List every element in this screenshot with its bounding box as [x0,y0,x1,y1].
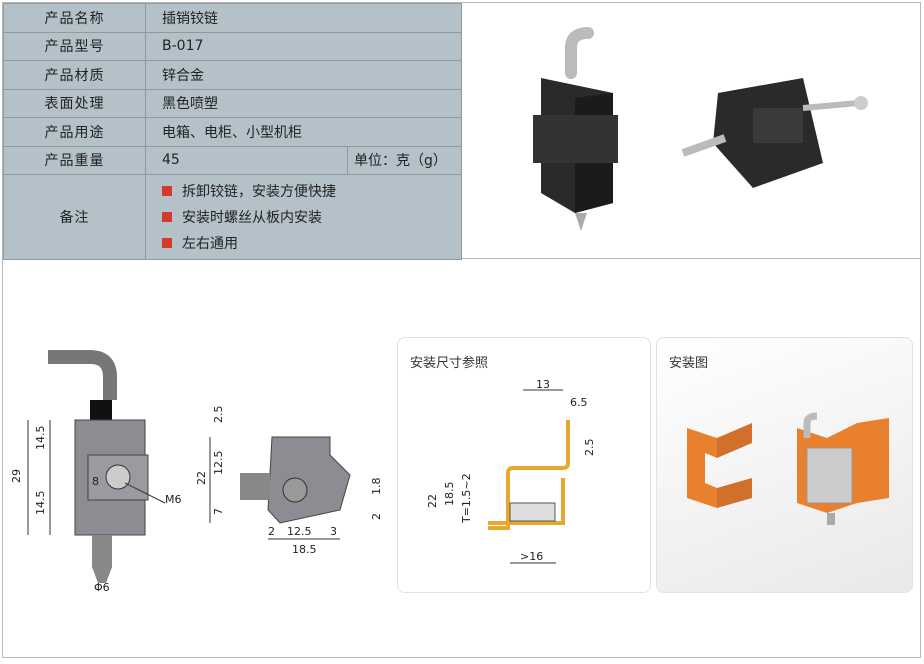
table-row: 产品名称插销铰链 [3,3,462,33]
dim-label: T=1.5~2 [460,473,473,524]
row-value: 插销铰链 [145,3,462,33]
table-row: 表面处理黑色喷塑 [3,88,462,118]
row-label: 产品名称 [3,3,146,33]
dim-label: 2 [268,525,275,538]
row-label: 产品材质 [3,60,146,90]
bullet-icon [162,238,172,248]
dim-label: Φ6 [94,581,110,594]
card-title: 安装尺寸参照 [410,356,489,371]
dim-label: 29 [10,469,23,483]
dim-label: 18.5 [292,543,317,556]
dim-label: 14.5 [34,426,47,451]
table-row: 产品材质锌合金 [3,60,462,90]
install-view-card: 安装图 [656,337,913,593]
dim-label: 1.8 [370,478,383,496]
dim-label: 2.5 [583,439,596,457]
note-text: 拆卸铰链，安装方便快捷 [182,184,336,200]
row-value: 电箱、电柜、小型机柜 [145,117,462,147]
table-row: 备注 拆卸铰链，安装方便快捷 安装时螺丝从板内安装 左右通用 [3,174,462,260]
dim-label: 12.5 [287,525,312,538]
weight-unit: 单位：克（g） [347,145,462,175]
bullet-icon [162,212,172,222]
table-row: 产品用途电箱、电柜、小型机柜 [3,117,462,147]
dim-label: 6.5 [570,396,588,409]
row-label: 产品型号 [3,31,146,61]
dim-label: 7 [212,508,225,515]
dim-label: 2.5 [212,406,225,424]
product-photo [463,3,920,258]
note-text: 安装时螺丝从板内安装 [182,210,322,226]
note-item: 左右通用 [162,230,461,256]
note-item: 拆卸铰链，安装方便快捷 [162,178,461,204]
dim-label: >16 [520,550,543,563]
dim-label: 2 [370,513,383,520]
dim-label: 8 [92,475,99,488]
hinge-photo-image [533,27,868,231]
row-value: 45 [145,145,348,175]
row-value: B-017 [145,31,462,61]
dim-label: M6 [165,493,182,506]
note-item: 安装时螺丝从板内安装 [162,204,461,230]
dim-label: 18.5 [443,482,456,507]
bullet-icon [162,186,172,196]
row-label: 表面处理 [3,88,146,118]
dim-label: 13 [536,378,550,391]
dim-label: 14.5 [34,491,47,516]
row-value: 锌合金 [145,60,462,90]
row-label: 产品重量 [3,145,146,175]
install-dimensions-card: 安装尺寸参照 13 6.5 2.5 22 18.5 T=1.5~2 >16 [397,337,651,593]
note-text: 左右通用 [182,236,238,252]
install-dimensions-drawing: 13 6.5 2.5 22 18.5 T=1.5~2 >16 [426,378,596,564]
front-view-drawing: 29 14.5 14.5 8 M6 Φ6 2.5 12.5 22 7 1.8 2… [10,350,383,594]
dim-label: 22 [195,471,208,485]
notes-label: 备注 [3,174,146,260]
row-label: 产品用途 [3,117,146,147]
notes-list: 拆卸铰链，安装方便快捷 安装时螺丝从板内安装 左右通用 [145,174,462,260]
install-view-image [687,412,889,525]
dim-label: 12.5 [212,451,225,476]
card-title: 安装图 [669,356,709,371]
dim-label: 3 [330,525,337,538]
row-value: 黑色喷塑 [145,88,462,118]
dim-label: 22 [426,494,439,508]
